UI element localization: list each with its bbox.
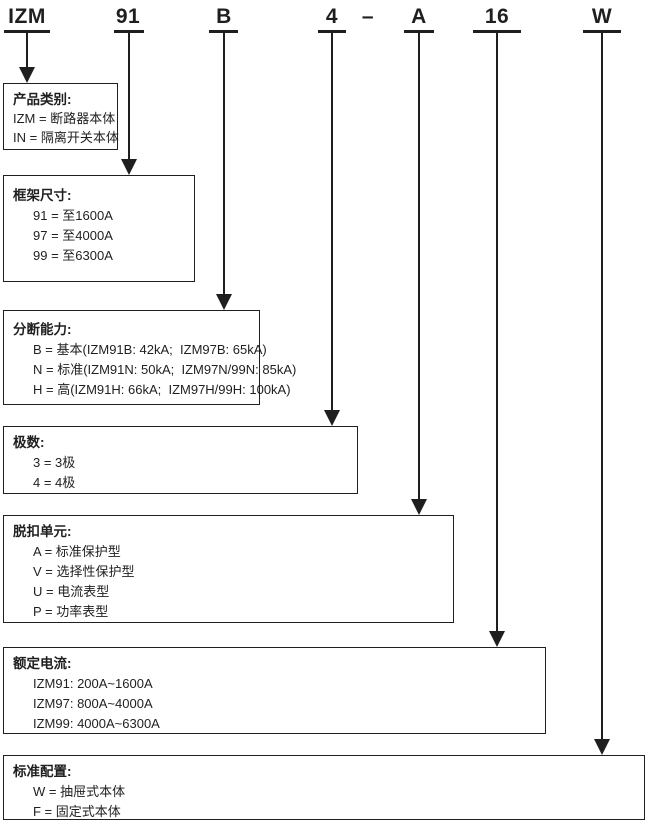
box-title: 极数: — [13, 435, 45, 450]
code-underline-izm — [4, 30, 50, 33]
code-segment-a: A — [411, 5, 427, 28]
arrow-line-a — [418, 33, 420, 500]
box-title: 额定电流: — [13, 656, 72, 671]
box-line: B = 基本(IZM91B: 42kA; IZM97B: 65kA) — [33, 342, 267, 357]
box-line: H = 高(IZM91H: 66kA; IZM97H/99H: 100kA) — [33, 382, 291, 397]
code-underline-a — [404, 30, 434, 33]
down-arrow-icon-w — [594, 739, 610, 755]
down-arrow-icon-4 — [324, 410, 340, 426]
box-line: IZM91: 200A~1600A — [33, 676, 153, 691]
code-segment-16: 16 — [484, 5, 510, 28]
box-frame-size: 框架尺寸: 91 = 至1600A 97 = 至4000A 99 = 至6300… — [3, 175, 195, 282]
code-segment-w: W — [591, 5, 613, 28]
down-arrow-icon-91 — [121, 159, 137, 175]
box-title: 产品类别: — [13, 92, 72, 107]
box-line: IZM99: 4000A~6300A — [33, 716, 160, 731]
box-breaking-capacity: 分断能力: B = 基本(IZM91B: 42kA; IZM97B: 65kA)… — [3, 310, 297, 405]
code-underline-4 — [318, 30, 346, 33]
box-line: U = 电流表型 — [33, 584, 110, 599]
box-line: IN = 隔离开关本体 — [13, 130, 119, 145]
box-title: 标准配置: — [13, 764, 72, 779]
arrow-line-4 — [331, 33, 333, 411]
code-segment-izm: IZM — [8, 5, 46, 28]
box-line: 3 = 3极 — [33, 455, 76, 470]
box-line: W = 抽屉式本体 — [33, 784, 126, 799]
down-arrow-icon-b — [216, 294, 232, 310]
box-line: V = 选择性保护型 — [33, 564, 135, 579]
box-line: IZM97: 800A~4000A — [33, 696, 153, 711]
box-line: 91 = 至1600A — [33, 208, 113, 223]
code-segment-b: B — [216, 5, 232, 28]
box-rated-current: 额定电流: IZM91: 200A~1600A IZM97: 800A~4000… — [3, 647, 546, 734]
down-arrow-icon-izm — [19, 67, 35, 83]
arrow-line-b — [223, 33, 225, 295]
box-title: 脱扣单元: — [13, 524, 72, 539]
box-line: IZM = 断路器本体 — [13, 111, 116, 126]
box-title: 框架尺寸: — [13, 188, 72, 203]
arrow-line-16 — [496, 33, 498, 632]
box-standard-config: 标准配置: W = 抽屉式本体 F = 固定式本体 — [3, 755, 645, 820]
box-line: 97 = 至4000A — [33, 228, 113, 243]
box-product-category: 产品类别: IZM = 断路器本体 IN = 隔离开关本体 — [3, 83, 119, 150]
box-line: F = 固定式本体 — [33, 804, 121, 819]
code-underline-91 — [114, 30, 144, 33]
arrow-line-w — [601, 33, 603, 740]
code-underline-b — [209, 30, 238, 33]
box-line: 99 = 至6300A — [33, 248, 113, 263]
box-trip-unit: 脱扣单元: A = 标准保护型 V = 选择性保护型 U = 电流表型 P = … — [3, 515, 454, 623]
box-line: P = 功率表型 — [33, 604, 109, 619]
code-segment-dash: – — [361, 5, 375, 28]
box-line: A = 标准保护型 — [33, 544, 121, 559]
code-underline-16 — [473, 30, 521, 33]
box-line: 4 = 4极 — [33, 475, 76, 490]
box-poles: 极数: 3 = 3极 4 = 4极 — [3, 426, 358, 494]
box-line: N = 标准(IZM91N: 50kA; IZM97N/99N: 85kA) — [33, 362, 297, 377]
down-arrow-icon-16 — [489, 631, 505, 647]
code-segment-4: 4 — [325, 5, 339, 28]
code-underline-w — [583, 30, 621, 33]
code-segment-91: 91 — [115, 5, 141, 28]
down-arrow-icon-a — [411, 499, 427, 515]
arrow-line-91 — [128, 33, 130, 160]
box-title: 分断能力: — [13, 322, 72, 337]
arrow-line-izm — [26, 33, 28, 68]
